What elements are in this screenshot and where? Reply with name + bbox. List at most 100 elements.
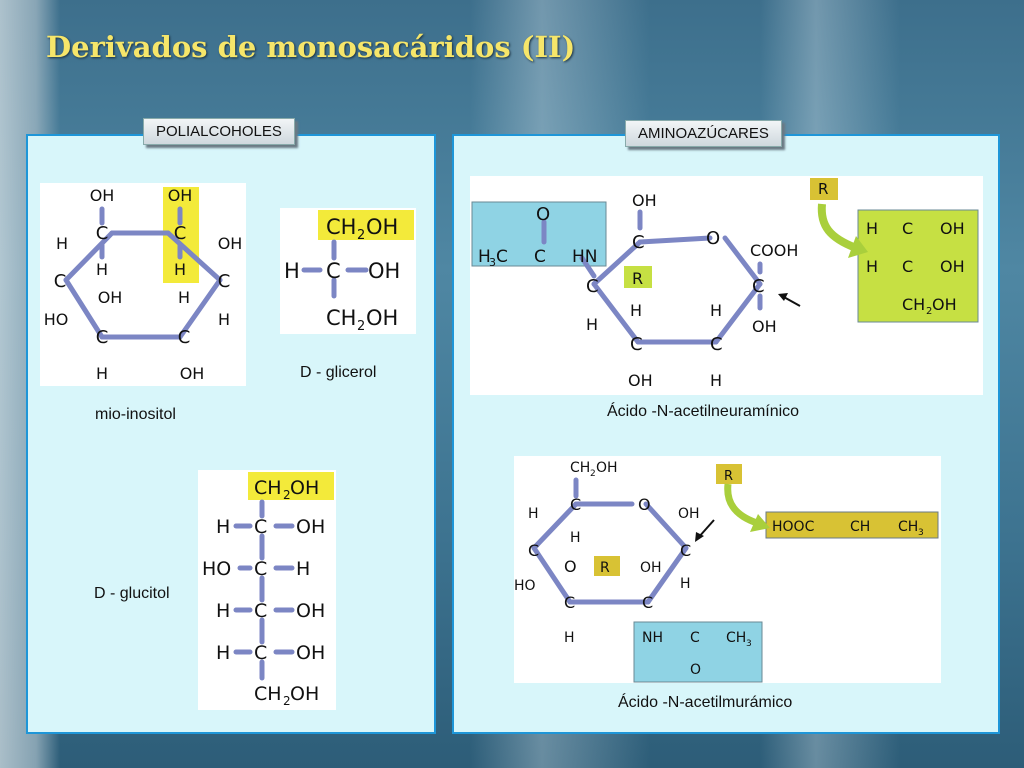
atom-label: OH [296,642,325,664]
atom-label: H [216,600,230,622]
atom-label: HO [514,578,536,594]
atom-label: O [638,495,651,514]
atom-label: H [478,247,491,267]
atom-label: C [528,541,539,560]
atom-label: R [724,469,733,484]
atom-label: HO [44,310,69,329]
atom-label: 2 [283,694,291,708]
atom-label: R [600,560,610,576]
atom-label: R [818,180,828,198]
slide-title: Derivados de monosacáridos (II) [46,30,576,64]
atom-label: 2 [357,319,365,334]
arrowhead-icon [848,236,868,258]
atom-label: H [586,315,598,334]
atom-label: OH [628,371,653,390]
atom-label: C [902,219,913,238]
arrowhead-icon [695,532,704,542]
atom-label: CH [850,519,870,535]
atom-label: C [630,334,643,355]
atom-label: C [534,247,546,267]
atom-label: OH [180,364,205,383]
atom-label: C [586,276,599,297]
atom-label: C [690,630,700,646]
atom-label: OH [678,506,700,522]
highlight-box [318,210,414,240]
atom-label: 2 [590,469,596,479]
neuraminico-caption: Ácido -N-acetilneuramínico [607,403,800,420]
atom-label: H [564,630,575,646]
muramico-svg: CH 2 OH C O H H OH C C HO O R OH H C C H… [514,460,939,683]
atom-label: O [536,204,550,225]
glucitol-svg: CH 2 OH H C OH HO C H H C OH H C OH CH 2… [202,472,334,708]
atom-label: H [710,371,722,390]
atom-label: CH [898,519,918,535]
atom-label: C [96,223,109,244]
atom-label: 3 [489,256,496,269]
green-arrow [724,483,762,528]
glicerol-structure: CH 2 OH H C OH CH 2 OH [280,208,416,334]
inositol-svg: OH OH C C H H H C HO OH C H OH C H H C O… [44,186,243,383]
atom-label: OH [366,306,398,330]
neuraminico-structure: O H 3 C C HN OH C R O COOH C OH C H H H … [470,176,983,395]
atom-label: C [632,232,645,253]
atom-label: H [866,219,878,238]
arrowhead-icon [750,514,770,532]
atom-label: OH [290,683,319,705]
atom-label: 3 [746,639,752,649]
atom-label: OH [296,516,325,538]
atom-label: H [96,364,108,383]
atom-label: C [254,600,267,622]
atom-label: HOOC [772,519,815,535]
atom-label: 2 [926,306,932,317]
atom-label: O [564,557,577,576]
atom-label: H [174,260,186,279]
atom-label: H [218,310,230,329]
atom-label: CH [326,306,356,330]
atom-label: H [216,642,230,664]
atom-label: H [296,558,310,580]
atom-label: CH [570,460,590,476]
polialcoholes-tab: POLIALCOHOLES [143,118,295,145]
atom-label: C [178,327,191,348]
glucitol-caption: D - glucitol [94,585,170,602]
atom-label: CH [726,630,746,646]
atom-label: C [96,327,109,348]
atom-label: OH [752,317,777,336]
aminoazucares-tab: AMINOAZÚCARES [625,120,782,147]
atom-label: H [680,576,691,592]
atom-label: H [630,301,642,320]
atom-label: C [254,642,267,664]
atom-label: H [56,234,68,253]
atom-label: C [752,276,765,297]
atom-label: C [54,271,67,292]
inositol-structure: OH OH C C H H H C HO OH C H OH C H H C O… [40,183,246,386]
atom-label: C [326,259,341,283]
r-box [624,266,652,288]
glicerol-caption: D - glicerol [300,364,377,381]
r-box [716,464,742,484]
highlight-box [248,472,334,500]
atom-label: OH [366,215,398,239]
arrowhead-icon [778,293,788,301]
atom-label: OH [218,234,243,253]
atom-label: OH [640,560,662,576]
atom-label: H [570,530,581,546]
atom-label: H [216,516,230,538]
green-arrow [817,203,858,252]
atom-label: NH [642,630,663,646]
atom-label: C [496,247,508,267]
atom-label: H [284,259,300,283]
atom-label: 2 [283,488,291,502]
atom-label: H [96,260,108,279]
atom-label: H [528,506,539,522]
atom-label: C [902,257,913,276]
atom-label: 2 [357,228,365,243]
atom-label: OH [90,186,115,205]
atom-label: CH [254,477,282,499]
atom-label: CH [326,215,356,239]
muramico-caption: Ácido -N-acetilmurámico [618,694,793,711]
r-box [594,556,620,576]
muramico-structure: CH 2 OH C O H H OH C C HO O R OH H C C H… [514,456,941,683]
atom-label: OH [940,219,965,238]
atom-label: OH [290,477,319,499]
